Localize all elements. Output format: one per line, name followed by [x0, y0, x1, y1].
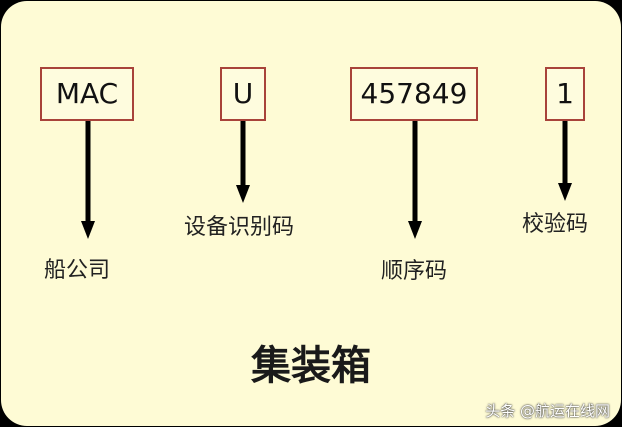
- owner-code-arrow: [81, 121, 95, 239]
- equipment-id-box: U: [220, 67, 266, 121]
- serial-number-box: 457849: [350, 67, 478, 121]
- check-digit-label: 校验码: [522, 212, 589, 237]
- check-digit-arrow: [558, 121, 572, 201]
- equipment-id-label: 设备识别码: [184, 215, 295, 240]
- owner-code-box: MAC: [40, 67, 134, 121]
- diagram-title: 集装箱: [251, 343, 371, 389]
- serial-number-label: 顺序码: [381, 259, 448, 284]
- serial-number-arrow: [408, 121, 422, 239]
- check-digit-box: 1: [545, 67, 585, 121]
- owner-code-label: 船公司: [44, 258, 111, 283]
- equipment-id-arrow: [236, 121, 250, 203]
- watermark: 头条 @航运在线网: [485, 402, 610, 420]
